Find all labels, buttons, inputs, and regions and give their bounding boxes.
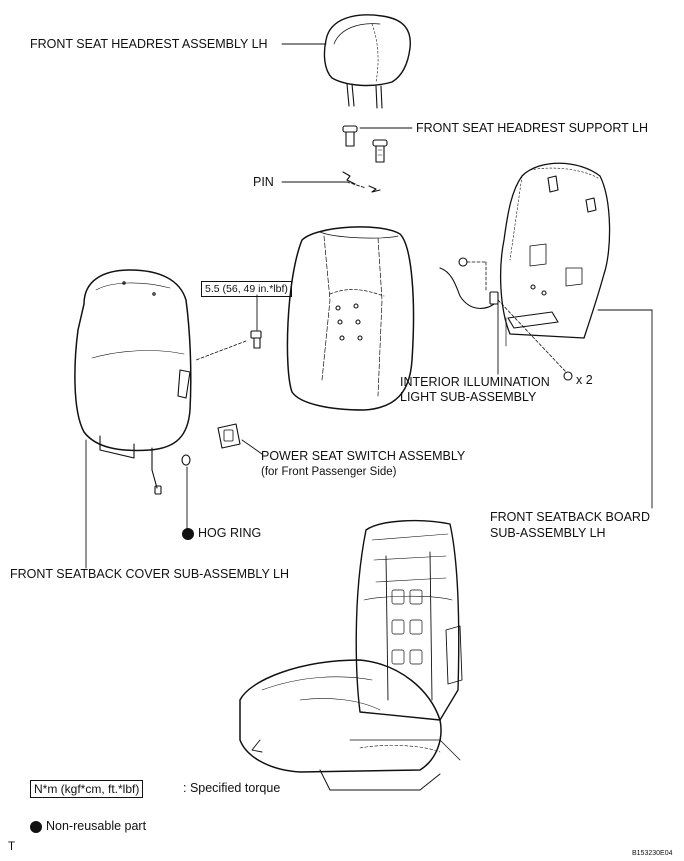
hog-ring-illustration bbox=[181, 454, 191, 533]
torque-legend-desc: : Specified torque bbox=[183, 781, 281, 795]
headrest-support-illustration bbox=[342, 125, 388, 163]
pin-illustration bbox=[342, 171, 381, 193]
leader-lines bbox=[281, 43, 413, 189]
non-reusable-icon bbox=[182, 528, 194, 540]
seatback-board-illustration bbox=[499, 162, 611, 347]
headrest-illustration bbox=[323, 14, 411, 109]
hog-ring-label: HOG RING bbox=[198, 526, 262, 540]
torque-spec-label: 5.5 (56, 49 in.*lbf) bbox=[201, 281, 292, 297]
interior-light-label-line1: INTERIOR ILLUMINATION bbox=[400, 375, 550, 389]
pin-label: PIN bbox=[253, 175, 274, 189]
seatback-pad-illustration bbox=[286, 226, 415, 411]
interior-light-illustration bbox=[439, 257, 573, 381]
corner-mark: T bbox=[8, 841, 16, 853]
seatback-board-label-line1: FRONT SEATBACK BOARD bbox=[490, 510, 650, 524]
non-reusable-legend-desc: Non-reusable part bbox=[46, 819, 147, 833]
seat-assembly-illustration bbox=[239, 519, 463, 791]
seatback-cover-illustration bbox=[74, 269, 192, 495]
seatback-board-label-line2: SUB-ASSEMBLY LH bbox=[490, 526, 606, 540]
torque-legend-box: N*m (kgf*cm, ft.*lbf) bbox=[30, 780, 144, 798]
figure-code: B153230E04 bbox=[632, 850, 673, 857]
headrest-assembly-label: FRONT SEAT HEADREST ASSEMBLY LH bbox=[30, 37, 268, 51]
headrest-support-label: FRONT SEAT HEADREST SUPPORT LH bbox=[416, 121, 649, 135]
interior-light-label-line2: LIGHT SUB-ASSEMBLY bbox=[400, 390, 537, 404]
non-reusable-legend-icon bbox=[30, 821, 42, 833]
power-switch-label-line1: POWER SEAT SWITCH ASSEMBLY bbox=[261, 449, 466, 463]
power-switch-label-line2: (for Front Passenger Side) bbox=[261, 466, 397, 478]
right-leaders bbox=[497, 303, 653, 509]
screw-quantity-label: x 2 bbox=[576, 373, 593, 387]
power-seat-switch-illustration bbox=[217, 423, 263, 455]
bolt-illustration bbox=[195, 294, 262, 361]
seatback-cover-label: FRONT SEATBACK COVER SUB-ASSEMBLY LH bbox=[10, 567, 290, 581]
